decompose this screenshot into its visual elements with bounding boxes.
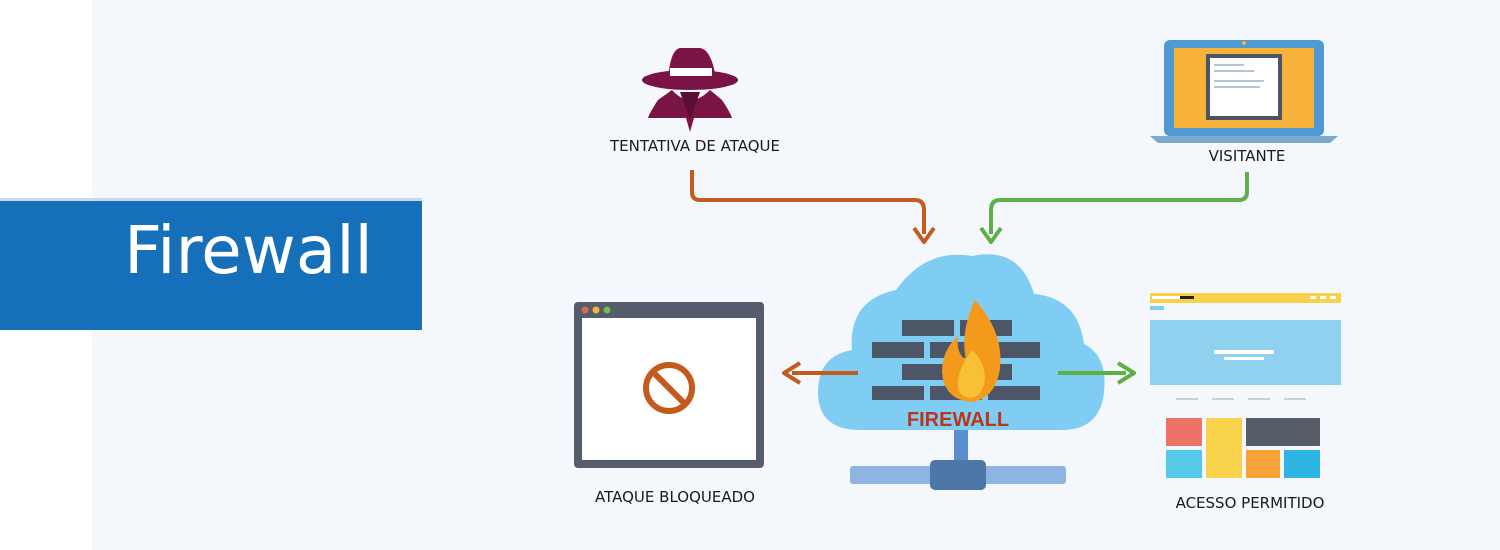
allowed-arrowhead-icon xyxy=(1116,361,1136,385)
visitor-arrow-in xyxy=(989,172,1249,234)
attack-arrow-in xyxy=(690,170,926,234)
blocked-arrowhead-icon xyxy=(782,361,802,385)
hacker-icon xyxy=(642,48,738,132)
page-title: Firewall xyxy=(124,212,373,289)
website-layout-icon xyxy=(1150,293,1341,478)
firewall-label: FIREWALL xyxy=(907,409,1009,431)
visitor-arrowhead-icon xyxy=(979,226,1003,244)
cloud-firewall-icon xyxy=(818,254,1105,490)
blocked-icon xyxy=(643,362,695,414)
title-banner xyxy=(0,198,422,330)
attack-blocked-label: ATAQUE BLOQUEADO xyxy=(595,488,755,506)
browser-blocked-icon xyxy=(574,302,764,468)
attack-attempt-label: TENTATIVA DE ATAQUE xyxy=(609,137,781,155)
access-allowed-label: ACESSO PERMITIDO xyxy=(1175,494,1325,512)
laptop-icon xyxy=(1150,40,1338,143)
attack-arrowhead-icon xyxy=(912,226,936,244)
visitor-label: VISITANTE xyxy=(1208,147,1286,165)
